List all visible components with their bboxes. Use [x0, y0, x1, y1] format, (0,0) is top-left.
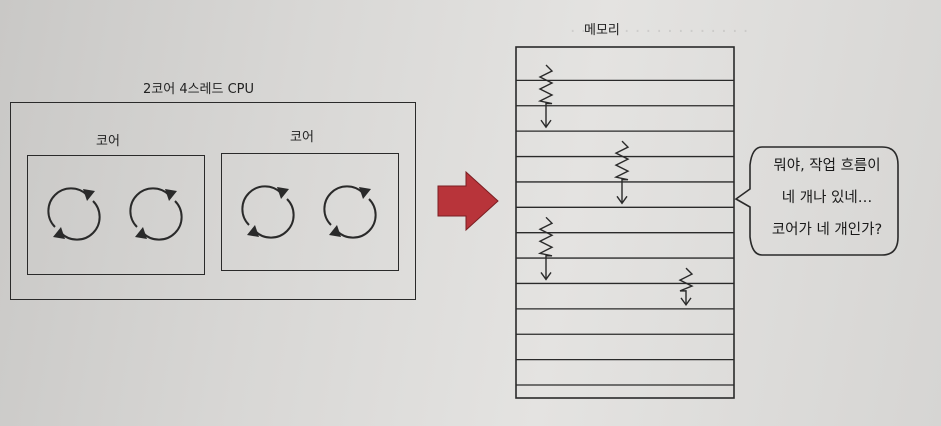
memory-block: [515, 46, 735, 399]
thread-flow-line: [537, 64, 554, 128]
thread-flow-line: [678, 267, 694, 305]
down-arrow-icon: [680, 297, 692, 307]
down-arrow-icon: [540, 119, 552, 129]
thread-cycle-icon: [241, 185, 295, 239]
thread-flow-line: [537, 216, 554, 280]
thread-flow: [537, 216, 554, 281]
down-arrow-icon: [616, 195, 628, 205]
core-box: [27, 155, 205, 275]
thread-cycle-icon: [323, 185, 377, 239]
cpu-title: 2코어 4스레드 CPU: [143, 82, 255, 97]
thread-flow: [678, 267, 694, 307]
down-arrow-icon: [540, 272, 552, 281]
speech-line: 네 개나 있네…: [781, 190, 873, 206]
cpu-box: [10, 102, 416, 300]
speech-line: 뭐야, 작업 흐름이: [773, 158, 881, 174]
memory-label: 메모리: [584, 23, 620, 38]
core-label: 코어: [290, 130, 314, 145]
core-box: [221, 153, 399, 271]
thread-cycle-icon: [129, 187, 183, 241]
thread-flow-line: [613, 140, 630, 204]
thread-flow: [613, 140, 630, 205]
thread-cycle-icon: [47, 187, 101, 241]
right-arrow-icon: [437, 170, 499, 232]
speech-bubble: [734, 146, 899, 256]
speech-text: 뭐야, 작업 흐름이 네 개나 있네… 코어가 네 개인가?: [752, 150, 902, 246]
background-texture: · · · · · · · · · · · · · · · · ·: [570, 22, 749, 42]
memory-frame: [515, 46, 735, 399]
speech-line: 코어가 네 개인가?: [771, 222, 883, 238]
core-label: 코어: [96, 134, 120, 149]
thread-flow: [537, 64, 554, 129]
